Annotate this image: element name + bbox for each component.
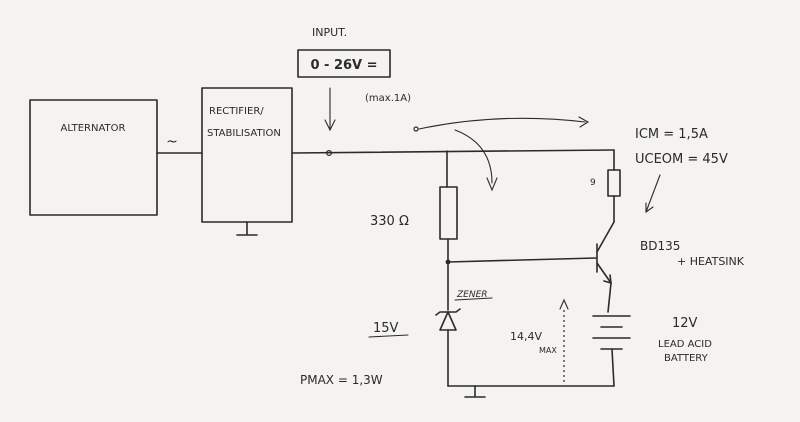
flow-arrow-to-resistor (454, 129, 493, 184)
input-annotation: INPUT. 0 - 26V = (max.1A) (297, 26, 411, 132)
charge-voltage-arrow-head (559, 298, 569, 310)
alternator-box (29, 99, 158, 216)
zener-voltage-underline (368, 334, 409, 338)
flow-arrow-head-right (578, 116, 590, 128)
resistor-branch: 330 Ω (370, 150, 597, 265)
zener-label-underline (454, 297, 493, 301)
input-terminal (325, 149, 333, 157)
zener-pmax: PMAX = 1,3W (300, 373, 383, 387)
zener-bar (435, 308, 461, 316)
flow-arrow-to-collector (418, 117, 586, 130)
flow-arrow-head-down (486, 177, 498, 192)
transistor-bd135: 9 (590, 169, 621, 313)
alternator-label: ALTERNATOR (61, 123, 126, 134)
zener-voltage: 15V (373, 321, 399, 336)
input-title: INPUT. (312, 26, 347, 39)
input-range: 0 - 26V = (310, 58, 377, 73)
battery-type-line1: LEAD ACID (658, 339, 712, 350)
alternator-block: ALTERNATOR (29, 99, 158, 216)
input-max-current: (max.1A) (365, 93, 411, 104)
resistor-value: 330 Ω (370, 214, 409, 229)
charge-voltage-indicator: 14,4V MAX (510, 298, 569, 384)
transistor-pin-label: 9 (590, 178, 596, 188)
transistor-emitter-leg (596, 262, 612, 284)
input-range-box (297, 49, 391, 78)
charge-voltage-value: 14,4V (510, 330, 542, 343)
transistor-specs: ICM = 1,5A UCEOM = 45V BD135 + HEATSINK (635, 127, 745, 268)
current-flow-arrows (413, 116, 590, 192)
transistor-heatsink: + HEATSINK (677, 255, 745, 268)
zener-label: ZENER (456, 290, 488, 300)
spec-pointer-head (645, 202, 654, 214)
transistor-collector-leg (596, 221, 615, 253)
supply-rail (291, 149, 615, 154)
charge-voltage-note: MAX (539, 346, 557, 355)
transistor-uceo: UCEOM = 45V (635, 152, 728, 167)
rectifier-label-line1: RECTIFIER/ (209, 106, 264, 117)
battery-type-line2: BATTERY (664, 353, 709, 364)
battery-12v: 12V LEAD ACID BATTERY (592, 315, 712, 387)
zener-diode: ZENER 15V PMAX = 1,3W (300, 261, 493, 387)
transistor-model: BD135 (640, 239, 680, 253)
spec-pointer-line (645, 174, 661, 213)
ac-symbol: ~ (166, 134, 178, 150)
rectifier-label-line2: STABILISATION (207, 128, 281, 139)
battery-voltage: 12V (672, 316, 698, 331)
emitter-wire (607, 282, 612, 313)
rectifier-block: RECTIFIER/ STABILISATION (201, 87, 293, 236)
input-arrow-head (324, 119, 336, 132)
flow-origin-dot (413, 126, 419, 132)
base-wire (447, 257, 597, 263)
battery-bottom-wire (611, 348, 615, 387)
transistor-icm: ICM = 1,5A (635, 127, 708, 142)
